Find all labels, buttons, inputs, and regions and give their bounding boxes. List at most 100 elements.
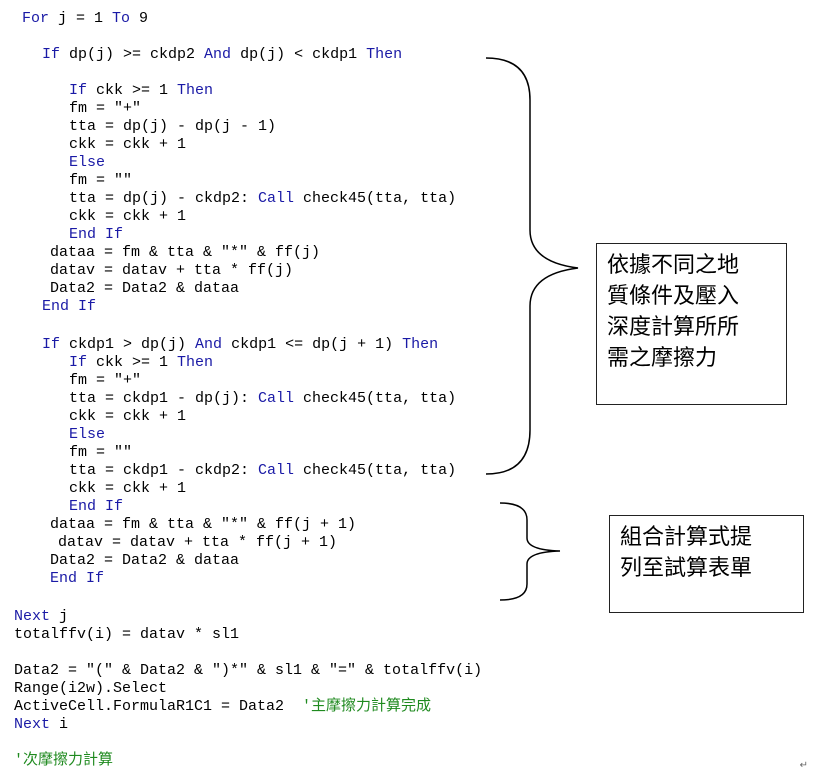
code-keyword: Next [14,716,51,733]
code-line: fm = "" [69,444,132,462]
code-text: ckdp1 > dp(j) [60,336,196,353]
annotation-line: 組合計算式提 [620,525,753,550]
code-line: If ckk >= 1 Then [69,82,213,100]
code-keyword: Then [177,82,214,99]
code-text: tta = dp(j) - dp(j - 1) [69,118,277,135]
code-text: ckk >= 1 [87,82,178,99]
code-text: datav = datav + tta * ff(j + 1) [58,534,338,551]
code-text: check45(tta, tta) [294,390,457,407]
annotation-friction-calc: 依據不同之地 質條件及壓入 深度計算所所 需之摩擦力 [596,243,787,405]
code-keyword: Then [177,354,214,371]
code-keyword: If [69,82,88,99]
code-text: ActiveCell.FormulaR1C1 = Data2 [14,698,303,715]
code-text: fm = "" [69,444,133,461]
code-comment: '次摩擦力計算 [14,752,114,769]
code-line: datav = datav + tta * ff(j + 1) [58,534,337,552]
code-keyword: And [195,336,223,353]
code-text: fm = "+" [69,100,142,117]
annotation-line: 依據不同之地 [607,253,740,278]
code-text: check45(tta, tta) [294,462,457,479]
code-text: totalffv(i) = datav * sl1 [14,626,240,643]
code-text: tta = dp(j) - ckdp2: [69,190,259,207]
paragraph-mark: ↵ [799,760,808,771]
annotation-line: 深度計算所所 [607,315,740,340]
code-text: tta = ckdp1 - dp(j): [69,390,259,407]
code-line: tta = ckdp1 - dp(j): Call check45(tta, t… [69,390,456,408]
code-line: tta = dp(j) - ckdp2: Call check45(tta, t… [69,190,456,208]
code-text: check45(tta, tta) [294,190,457,207]
code-keyword: Call [258,462,295,479]
code-line: dataa = fm & tta & "*" & ff(j) [50,244,320,262]
code-line: Next j [14,608,68,626]
code-line: Data2 = Data2 & dataa [50,552,239,570]
code-line: End If [42,298,96,316]
code-text: ckk >= 1 [87,354,178,371]
code-text: ckk = ckk + 1 [69,408,187,425]
code-keyword: To [112,10,131,27]
code-keyword: Then [366,46,403,63]
annotation-line: 需之摩擦力 [607,346,718,371]
code-keyword: Call [258,390,295,407]
code-text: j = 1 [49,10,113,27]
code-keyword: End If [50,570,105,587]
annotation-line: 質條件及壓入 [607,284,740,309]
code-keyword: Else [69,154,106,171]
code-line: Else [69,154,105,172]
code-keyword: For [22,10,50,27]
code-line: fm = "+" [69,372,141,390]
code-line: totalffv(i) = datav * sl1 [14,626,239,644]
code-line: End If [69,226,123,244]
code-comment: '主摩擦力計算完成 [302,698,432,715]
code-text: ckk = ckk + 1 [69,208,187,225]
code-keyword: End If [42,298,97,315]
code-line: ckk = ckk + 1 [69,480,186,498]
annotation-line: 列至試算表單 [620,556,753,581]
code-text: i [50,716,69,733]
code-text: fm = "" [69,172,133,189]
code-line: For j = 1 To 9 [22,10,148,28]
code-line: tta = dp(j) - dp(j - 1) [69,118,276,136]
code-text: dataa = fm & tta & "*" & ff(j + 1) [50,516,357,533]
code-line: If dp(j) >= ckdp2 And dp(j) < ckdp1 Then [42,46,402,64]
code-keyword: End If [69,226,124,243]
code-keyword: And [204,46,232,63]
code-line: ActiveCell.FormulaR1C1 = Data2 '主摩擦力計算完成 [14,698,431,716]
code-keyword: If [42,336,61,353]
code-line: ckk = ckk + 1 [69,136,186,154]
code-text: dataa = fm & tta & "*" & ff(j) [50,244,321,261]
code-text: dp(j) >= ckdp2 [60,46,205,63]
code-text: Data2 = "(" & Data2 & ")*" & sl1 & "=" &… [14,662,483,679]
code-text: datav = datav + tta * ff(j) [50,262,294,279]
code-line: Data2 = Data2 & dataa [50,280,239,298]
code-text: dp(j) < ckdp1 [231,46,367,63]
code-text: j [50,608,69,625]
code-text: ckk = ckk + 1 [69,480,187,497]
code-text: Data2 = Data2 & dataa [50,280,240,297]
code-line: If ckdp1 > dp(j) And ckdp1 <= dp(j + 1) … [42,336,438,354]
code-line: dataa = fm & tta & "*" & ff(j + 1) [50,516,356,534]
code-keyword: End If [69,498,124,515]
code-line: End If [50,570,104,588]
code-line: tta = ckdp1 - ckdp2: Call check45(tta, t… [69,462,456,480]
code-line: Else [69,426,105,444]
code-line: ckk = ckk + 1 [69,208,186,226]
code-text: ckdp1 <= dp(j + 1) [222,336,403,353]
code-line: Range(i2w).Select [14,680,167,698]
code-line: fm = "+" [69,100,141,118]
code-keyword: If [69,354,88,371]
code-keyword: If [42,46,61,63]
code-line: ckk = ckk + 1 [69,408,186,426]
code-keyword: Next [14,608,51,625]
code-text: tta = ckdp1 - ckdp2: [69,462,259,479]
code-keyword: Else [69,426,106,443]
code-keyword: Then [402,336,439,353]
code-line: '次摩擦力計算 [14,752,113,770]
code-text: Range(i2w).Select [14,680,168,697]
code-text: fm = "+" [69,372,142,389]
code-keyword: Call [258,190,295,207]
code-line: Data2 = "(" & Data2 & ")*" & sl1 & "=" &… [14,662,482,680]
code-text: Data2 = Data2 & dataa [50,552,240,569]
code-line: fm = "" [69,172,132,190]
